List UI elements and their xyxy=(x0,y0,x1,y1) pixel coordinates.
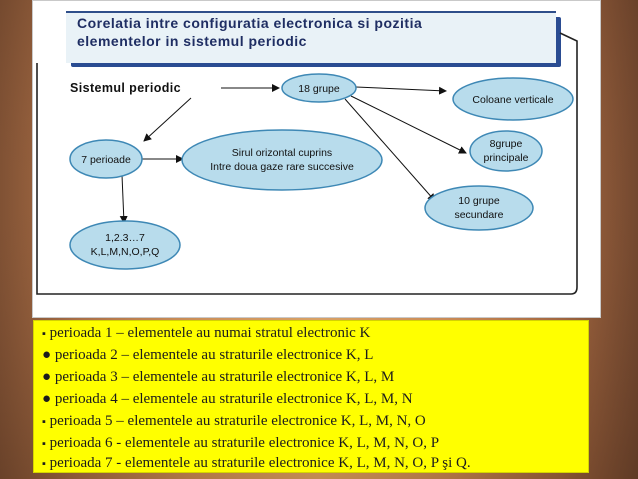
label-7-perioade: 7 perioade xyxy=(81,154,131,166)
period-line-7: ▪ perioada 7 - elementele au straturile … xyxy=(42,455,471,472)
node-10-grupe-secundare xyxy=(424,185,534,231)
label-period-letters: K,L,M,N,O,P,Q xyxy=(91,246,160,258)
bullet-dot: ● xyxy=(42,369,52,385)
period-line-3: ● perioada 3 – elementele au straturile … xyxy=(42,369,394,386)
period-line-5: ▪ perioada 5 – elementele au straturile … xyxy=(42,413,426,430)
label-10-grupe: 10 grupe xyxy=(458,195,500,207)
arrow-18grupe-to-8grupe xyxy=(350,95,467,154)
label-sirul-line-2: Intre doua gaze rare succesive xyxy=(210,161,354,173)
node-7-perioade xyxy=(69,139,143,179)
label-sistemul-periodic: Sistemul periodic xyxy=(70,81,181,95)
period-text: perioada 7 - elementele au straturile el… xyxy=(49,455,471,471)
period-line-4: ● perioada 4 – elementele au straturile … xyxy=(42,391,413,408)
diagram-canvas: 18 grupe Coloane verticale 8grupe princi… xyxy=(36,32,578,295)
period-text: perioada 6 - elementele au straturile el… xyxy=(49,435,440,451)
period-text: perioada 5 – elementele au straturile el… xyxy=(49,413,426,429)
label-secundare: secundare xyxy=(454,209,503,221)
period-line-1: ▪ perioada 1 – elementele au numai strat… xyxy=(42,325,370,342)
arrow-18grupe-to-10grupe xyxy=(344,98,436,202)
diagram-slide: Corelatia intre configuratia electronica… xyxy=(32,0,601,318)
bullet-dot: ● xyxy=(42,391,52,407)
arrow-7perioade-to-names xyxy=(119,174,128,224)
node-coloane-verticale xyxy=(452,77,574,121)
label-8-grupe: 8grupe xyxy=(490,138,523,150)
bullet-dot: ● xyxy=(42,347,52,363)
node-8-grupe-principale xyxy=(469,130,543,172)
label-sirul-line-1: Sirul orizontal cuprins xyxy=(232,147,332,159)
title-line-1: Corelatia intre configuratia electronica… xyxy=(77,15,423,31)
bullet-square: ▪ xyxy=(42,328,46,340)
node-sirul-orizontal xyxy=(181,129,383,191)
label-period-numbers: 1,2.3…7 xyxy=(105,232,145,244)
period-line-6: ▪ perioada 6 - elementele au straturile … xyxy=(42,435,439,452)
title-line-2: elementelor in sistemul periodic xyxy=(77,33,307,49)
period-text: perioada 2 – elementele au straturile el… xyxy=(54,347,374,363)
bullet-square: ▪ xyxy=(42,416,46,428)
node-18-grupe xyxy=(281,73,357,103)
slide-title: Corelatia intre configuratia electronica… xyxy=(77,14,557,50)
bullet-square: ▪ xyxy=(42,458,46,470)
bullet-square: ▪ xyxy=(42,438,46,450)
label-18-grupe: 18 grupe xyxy=(298,83,340,95)
label-principale: principale xyxy=(484,152,529,164)
arrow-18grupe-to-coloane xyxy=(355,86,447,95)
label-coloane-verticale: Coloane verticale xyxy=(472,94,553,106)
node-period-names xyxy=(69,220,181,270)
title-box xyxy=(66,11,556,63)
period-text: perioada 4 – elementele au straturile el… xyxy=(54,391,413,407)
period-line-2: ● perioada 2 – elementele au straturile … xyxy=(42,347,373,364)
periods-info-box: ▪ perioada 1 – elementele au numai strat… xyxy=(33,320,589,473)
diagram-frame xyxy=(36,32,578,295)
arrow-root-to-7perioade xyxy=(143,97,192,142)
period-text: perioada 1 – elementele au numai stratul… xyxy=(49,325,371,341)
period-text: perioada 3 – elementele au straturile el… xyxy=(54,369,395,385)
